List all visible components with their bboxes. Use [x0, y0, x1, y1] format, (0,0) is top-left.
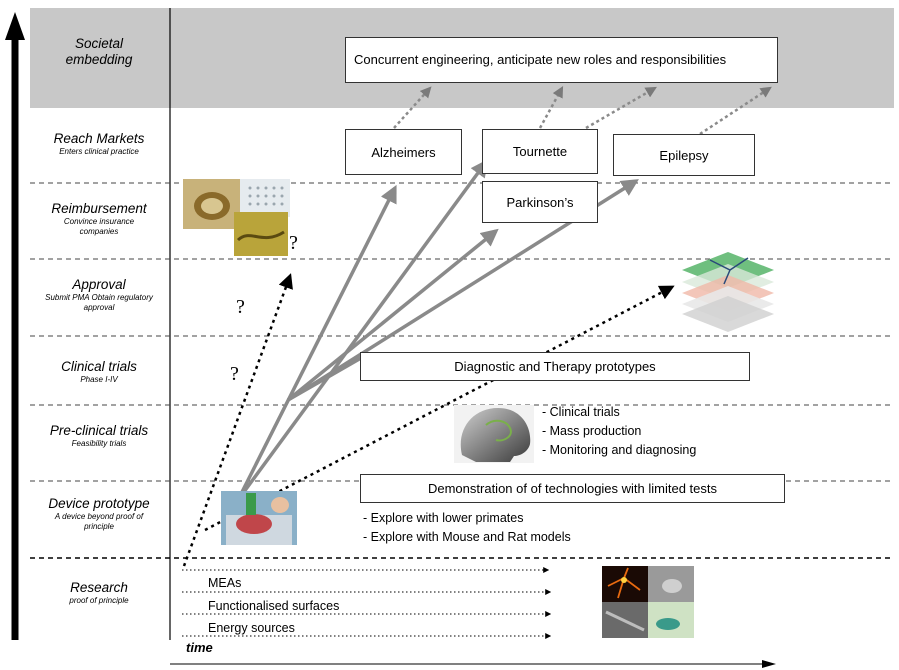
stage-title: Approval: [72, 277, 126, 292]
head-sketch: [454, 405, 534, 463]
societal-arrows: [393, 86, 772, 136]
stage-device-prototype: Device prototype A device beyond proof o…: [30, 496, 168, 532]
stage-subtitle: A device beyond proof of principle: [54, 512, 144, 531]
stage-pre-clinical-trials: Pre-clinical trials Feasibility trials: [30, 423, 168, 449]
electrode-photo: [183, 179, 290, 256]
stage-reimbursement: Reimbursement Convince insurance compani…: [30, 201, 168, 237]
concurrent-engineering-box: Concurrent engineering, anticipate new r…: [345, 37, 778, 83]
stage-clinical-trials: Clinical trials Phase I-IV: [30, 359, 168, 385]
research-dotted-arrows: [182, 273, 675, 567]
preclinical-list-item: - Monitoring and diagnosing: [542, 443, 697, 457]
stage-title: Pre-clinical trials: [49, 423, 149, 438]
stage-title: Device prototype: [48, 496, 150, 511]
surgery-photo: [221, 491, 297, 545]
preclinical-list-item: - Mass production: [542, 424, 642, 438]
stage-title: Clinical trials: [61, 359, 137, 374]
stage-approval: Approval Submit PMA Obtain regulatory ap…: [30, 277, 168, 313]
stage-title: Research: [70, 580, 128, 595]
stage-subtitle: proof of principle: [69, 596, 129, 605]
time-axis-arrowhead: [762, 660, 776, 668]
question-mark: ?: [230, 363, 239, 385]
stage-subtitle: Enters clinical practice: [59, 147, 139, 156]
tournette-box: Tournette: [482, 129, 598, 174]
research-lines: [182, 567, 552, 639]
research-item-surfaces: Functionalised surfaces: [208, 599, 340, 613]
stage-subtitle: Feasibility trials: [71, 439, 127, 448]
prototype-list-item: - Explore with lower primates: [363, 511, 524, 525]
micrograph-collage: [602, 566, 694, 638]
alzheimers-box: Alzheimers: [345, 129, 462, 175]
time-axis-label: time: [186, 640, 213, 655]
stage-societal-embedding: Societal embedding: [30, 36, 168, 68]
development-arrows: [236, 159, 639, 502]
question-mark: ?: [289, 232, 298, 254]
stage-reach-markets: Reach Markets Enters clinical practice: [30, 131, 168, 157]
stage-title: Reimbursement: [51, 201, 147, 216]
preclinical-list-item: - Clinical trials: [542, 405, 620, 419]
research-item-meas: MEAs: [208, 576, 242, 590]
stage-subtitle: Convince insurance companies: [63, 217, 135, 236]
research-item-energy: Energy sources: [208, 621, 295, 635]
prototype-list-item: - Explore with Mouse and Rat models: [363, 530, 571, 544]
question-mark: ?: [236, 296, 245, 318]
stage-title: Reach Markets: [53, 131, 145, 146]
stage-research: Research proof of principle: [30, 580, 168, 606]
vertical-axis-arrowhead: [5, 12, 25, 40]
diagnostic-therapy-box: Diagnostic and Therapy prototypes: [360, 352, 750, 381]
parkinsons-box: Parkinson’s: [482, 181, 598, 223]
layered-visualization: [682, 252, 774, 332]
stage-title: Societal embedding: [65, 36, 133, 67]
stage-subtitle: Submit PMA Obtain regulatory approval: [45, 293, 153, 312]
demonstration-box: Demonstration of of technologies with li…: [360, 474, 785, 503]
stage-subtitle: Phase I-IV: [80, 375, 118, 384]
epilepsy-box: Epilepsy: [613, 134, 755, 176]
